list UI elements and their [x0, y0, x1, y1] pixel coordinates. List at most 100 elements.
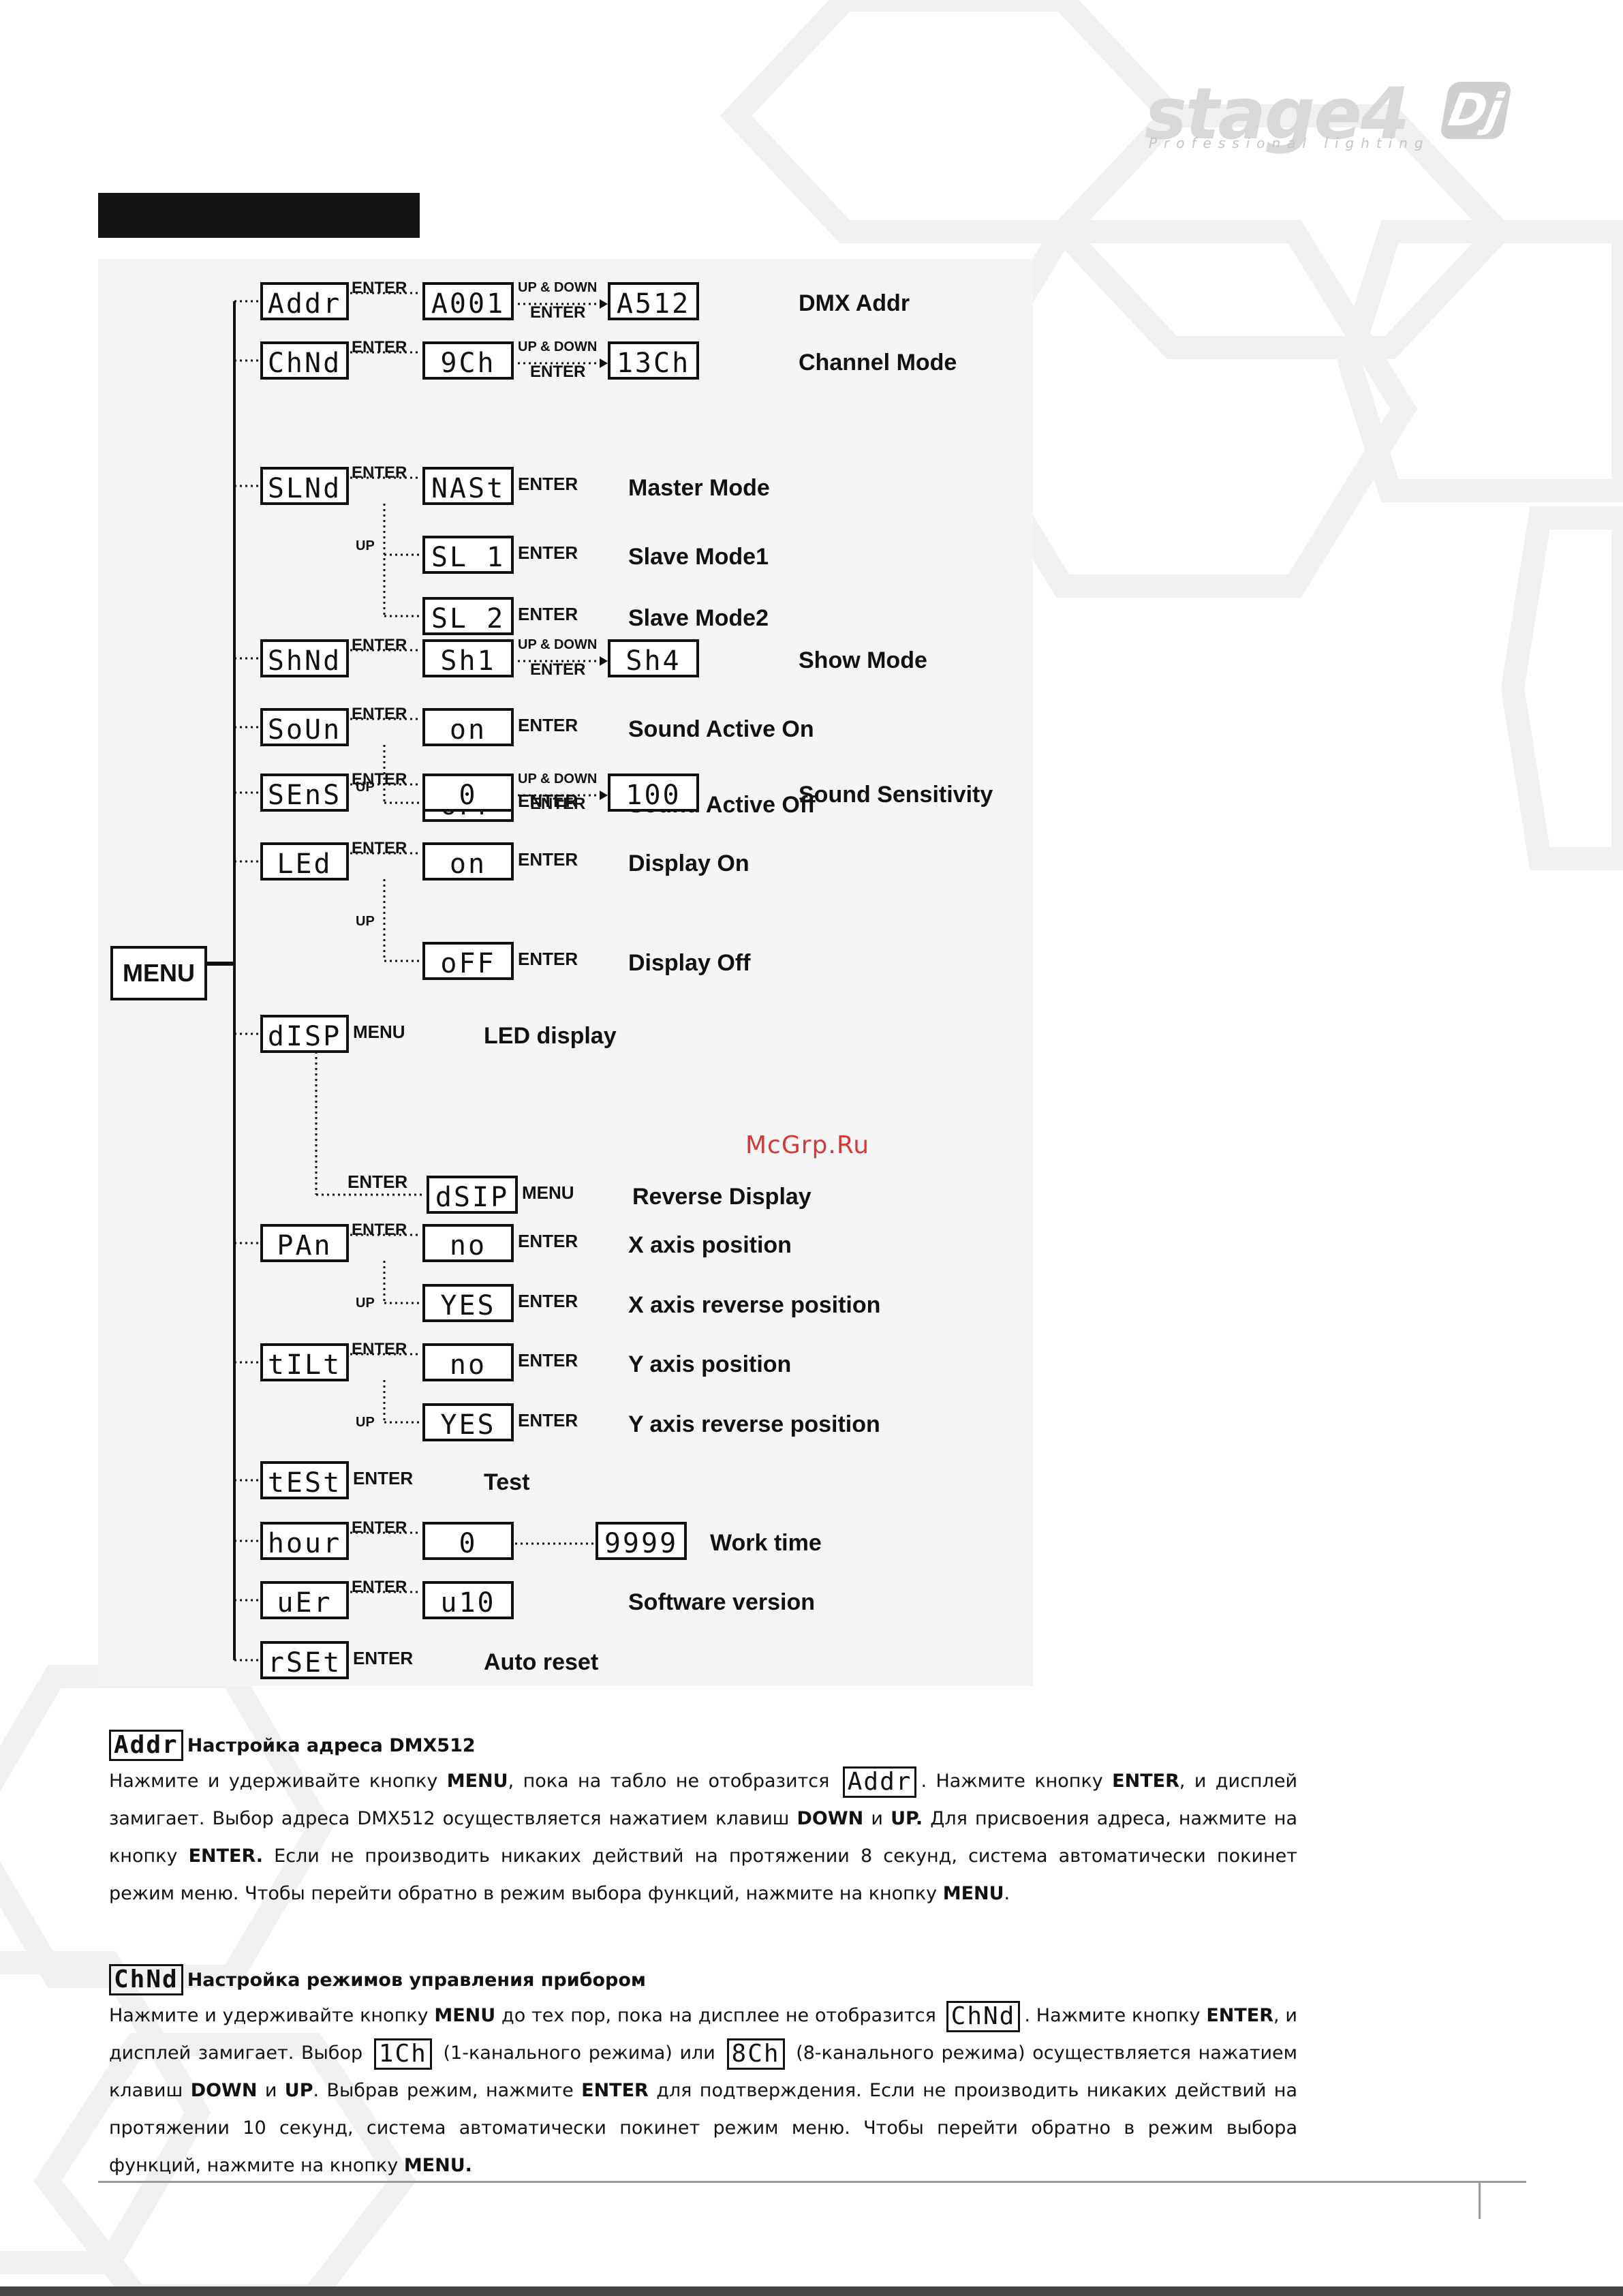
- logo-tagline: Professional lighting: [1149, 135, 1430, 151]
- lcd-shnd: ShNd: [268, 645, 341, 677]
- lcd-disp: dISP: [268, 1021, 341, 1052]
- lcd-code: Addr: [109, 1730, 183, 1761]
- lcd-chnd-frame: [260, 341, 349, 380]
- lcd-led: LEd: [277, 848, 332, 880]
- up-tag: UP: [356, 538, 375, 553]
- lcd-value: u10: [440, 1587, 495, 1619]
- section-header-bar: [98, 193, 420, 238]
- section-title: Addr Настройка адреса DMX512: [109, 1728, 1297, 1762]
- lcd-value2-frame: [608, 639, 699, 677]
- lcd-value: no: [450, 1230, 486, 1261]
- lcd-value-frame: [422, 1343, 514, 1381]
- page-bottom-strip: [0, 2286, 1623, 2296]
- after-tag: MENU: [522, 1182, 574, 1203]
- lcd-code-inline: ChNd: [946, 2000, 1021, 2032]
- enter-tag: ENTER: [530, 363, 585, 381]
- lcd-value2: 9999: [604, 1528, 678, 1559]
- after-tag: ENTER: [518, 474, 578, 494]
- after-tag: ENTER: [518, 949, 578, 969]
- lcd-hour-frame: [260, 1522, 349, 1560]
- lcd-tilt: tILt: [268, 1349, 341, 1381]
- after-tag: ENTER: [518, 604, 578, 624]
- lcd-value2: 13Ch: [617, 348, 690, 379]
- lcd-value-frame: [422, 467, 514, 505]
- section-title-text: Настройка режимов управления прибором: [187, 1969, 646, 1991]
- footer-tick: [1479, 2181, 1481, 2219]
- row-label: Slave Mode1: [628, 544, 769, 570]
- row-label: Slave Mode2: [628, 605, 769, 631]
- lcd-uer: uEr: [277, 1587, 332, 1619]
- lcd-code: ChNd: [109, 1964, 183, 1995]
- lcd-value: no: [450, 1349, 486, 1381]
- row-label: Display Off: [628, 950, 751, 976]
- enter-tag: ENTER: [352, 839, 407, 857]
- up-tag: UP: [356, 914, 375, 929]
- brand-logo: stage4 Dj Professional lighting: [1145, 76, 1526, 151]
- lcd-value: NASt: [431, 473, 505, 504]
- lcd-addr: Addr: [268, 288, 341, 320]
- menu-box: [110, 946, 207, 1000]
- row-label: Display On: [628, 851, 749, 876]
- updown-tag: UP & DOWN: [518, 771, 597, 786]
- after-tag: ENTER: [518, 715, 578, 735]
- lcd-led-frame: [260, 842, 349, 881]
- lcd-value: 9Ch: [440, 348, 495, 379]
- lcd-slnd-frame: [260, 467, 349, 505]
- enter-tag: ENTER: [352, 1578, 407, 1596]
- lcd-addr-frame: [260, 282, 349, 320]
- enter-tag: ENTER: [352, 338, 407, 356]
- enter-tag: ENTER: [352, 463, 407, 482]
- section-body: Нажмите и удерживайте кнопку MENU до тех…: [109, 2000, 1298, 2176]
- updown-arrow: [600, 791, 608, 800]
- lcd-value: on: [450, 848, 486, 880]
- lcd-chnd: ChNd: [268, 348, 341, 379]
- updown-tag: UP & DOWN: [518, 280, 597, 295]
- after-tag: MENU: [353, 1022, 405, 1042]
- lcd-value2-frame: [608, 341, 699, 380]
- enter-tag: ENTER: [352, 770, 407, 789]
- lcd-value: 0: [459, 780, 477, 811]
- lcd-soun-frame: [260, 708, 349, 746]
- lcd-value: 0: [459, 1528, 477, 1559]
- lcd-rset: rSEt: [268, 1647, 341, 1679]
- lcd-sub-value-frame: [422, 1284, 514, 1322]
- lcd-value-frame: [422, 708, 514, 746]
- after-tag: ENTER: [518, 542, 578, 563]
- row-label: X axis position: [628, 1232, 792, 1258]
- menu-label: MENU: [123, 959, 195, 987]
- enter-tag: ENTER: [530, 795, 585, 813]
- row-label: Work time: [710, 1530, 822, 1556]
- lcd-value-frame: [422, 1522, 514, 1560]
- lcd-value: A001: [431, 288, 505, 320]
- row-label: Reverse Display: [632, 1184, 812, 1210]
- after-tag: ENTER: [353, 1648, 413, 1668]
- lcd-pan: PAn: [277, 1230, 332, 1261]
- lcd-slnd: SLNd: [268, 473, 341, 504]
- up-tag: UP: [356, 780, 375, 795]
- up-tag: UP: [356, 1296, 375, 1311]
- lcd-soun: SoUn: [268, 714, 341, 746]
- lcd-value-frame: [422, 842, 514, 881]
- lcd-value-frame: [422, 282, 514, 320]
- enter-tag: ENTER: [352, 1518, 407, 1537]
- updown-arrow: [600, 656, 608, 666]
- row-label: Sound Sensitivity: [799, 782, 993, 808]
- lcd-value2-frame: [608, 774, 699, 812]
- row-label: Auto reset: [484, 1649, 598, 1675]
- lcd-code-inline: Addr: [842, 1766, 917, 1798]
- section-title: ChNd Настройка режимов управления прибор…: [109, 1963, 1297, 1997]
- enter-tag: ENTER: [352, 279, 407, 297]
- lcd-value: Sh1: [440, 645, 495, 677]
- lcd-hour: hour: [268, 1528, 341, 1559]
- lcd-value2: A512: [617, 288, 690, 320]
- enter-tag: ENTER: [530, 660, 585, 679]
- enter-tag: ENTER: [347, 1172, 407, 1192]
- lcd-shnd-frame: [260, 639, 349, 677]
- lcd-code-inline: 1Ch: [373, 2038, 432, 2070]
- enter-tag: ENTER: [352, 636, 407, 654]
- lcd-test-frame: [260, 1461, 349, 1499]
- lcd-value2: Sh4: [625, 645, 681, 677]
- menu-diagram-background: [98, 259, 1033, 1686]
- enter-tag: ENTER: [530, 303, 585, 322]
